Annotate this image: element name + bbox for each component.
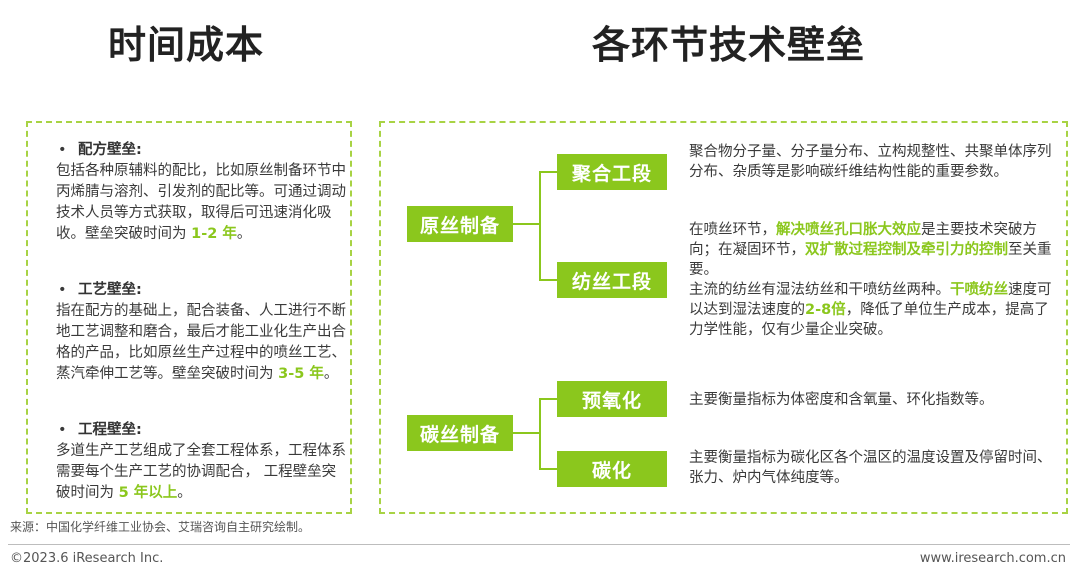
tech-barriers-title: 各环节技术壁垒 [592, 23, 866, 67]
section-text: 包括各种原辅料的配比，比如原丝制备环节中丙烯腈与溶剂、引发剂的配比等。可通过调动… [56, 163, 346, 242]
copyright-text: ©2023.6 iResearch Inc. [10, 551, 164, 566]
connector-line [539, 468, 557, 470]
connector-line [539, 398, 541, 470]
time-cost-panel [26, 121, 352, 514]
spinning-description-2: 主流的纺丝有湿法纺丝和干喷纺丝两种。干喷纺丝速度可以达到湿法速度的2-8倍，降低… [689, 280, 1054, 340]
connector-line [539, 171, 557, 173]
time-cost-title: 时间成本 [108, 23, 265, 67]
section-heading: 工艺壁垒: [78, 282, 142, 298]
section-tail: 。 [177, 485, 192, 501]
tech-barriers-panel [379, 121, 1068, 514]
pre-oxidation-node: 预氧化 [557, 381, 667, 417]
bullet-icon: • [58, 282, 67, 298]
formula-barrier-section: • 配方壁垒: 包括各种原辅料的配比，比如原丝制备环节中丙烯腈与溶剂、引发剂的配比… [56, 140, 346, 245]
bullet-icon: • [58, 422, 67, 438]
section-heading: 工程壁垒: [78, 422, 142, 438]
duration-highlight: 1-2 年 [191, 226, 237, 242]
connector-line [513, 223, 541, 225]
duration-highlight: 5 年以上 [118, 485, 178, 501]
pre-oxidation-description: 主要衡量指标为体密度和含氧量、环化指数等。 [689, 392, 994, 408]
carbon-fiber-prep-node: 碳丝制备 [407, 415, 513, 451]
footer-divider [8, 544, 1070, 545]
carbonization-node: 碳化 [557, 451, 667, 487]
desc-highlight: 2-8倍 [805, 302, 846, 318]
polymerization-description: 聚合物分子量、分子量分布、立构规整性、共聚单体序列分布、杂质等是影响碳纤维结构性… [689, 144, 1052, 180]
section-text: 多道生产工艺组成了全套工程体系，工程体系需要每个生产工艺的协调配合， 工程壁垒突… [56, 443, 346, 501]
desc-text: ，降低了单位生产成本，提高了力学性能，仅有少量企业突破。 [689, 302, 1049, 338]
polymerization-stage-node: 聚合工段 [557, 154, 667, 190]
process-barrier-section: • 工艺壁垒: 指在配方的基础上，配合装备、人工进行不断地工艺调整和磨合，最后才能… [56, 280, 346, 385]
precursor-prep-node: 原丝制备 [407, 206, 513, 242]
desc-highlight: 解决喷丝孔口胀大效应 [776, 222, 921, 238]
connector-line [539, 171, 541, 281]
section-heading: 配方壁垒: [78, 142, 142, 158]
source-note: 来源：中国化学纤维工业协会、艾瑞咨询自主研究绘制。 [10, 520, 311, 534]
desc-text: 是主要技术突破方向；在凝固环节， [689, 222, 1037, 258]
bullet-icon: • [58, 142, 67, 158]
desc-text: 在喷丝环节， [689, 222, 776, 238]
desc-text: 至关重要。 [689, 242, 1052, 278]
desc-text: 速度可以达到湿法速度的 [689, 282, 1052, 318]
desc-highlight: 干喷纺丝 [950, 282, 1008, 298]
section-tail: 。 [323, 366, 339, 382]
connector-line [539, 279, 557, 281]
desc-highlight: 双扩散过程控制及牵引力的控制 [805, 242, 1008, 258]
carbonization-description: 主要衡量指标为碳化区各个温区的温度设置及停留时间、张力、炉内气体纯度等。 [689, 450, 1052, 486]
section-text: 指在配方的基础上，配合装备、人工进行不断地工艺调整和磨合，最后才能工业化生产出合… [56, 303, 346, 382]
spinning-description-1: 在喷丝环节，解决喷丝孔口胀大效应是主要技术突破方向；在凝固环节，双扩散过程控制及… [689, 220, 1054, 280]
section-tail: 。 [236, 226, 252, 242]
desc-text: 主流的纺丝有湿法纺丝和干喷纺丝两种。 [689, 282, 950, 298]
spinning-stage-node: 纺丝工段 [557, 262, 667, 298]
connector-line [539, 398, 557, 400]
duration-highlight: 3-5 年 [278, 366, 324, 382]
engineering-barrier-section: • 工程壁垒: 多道生产工艺组成了全套工程体系，工程体系需要每个生产工艺的协调配合… [56, 420, 346, 504]
website-link[interactable]: www.iresearch.com.cn [919, 551, 1066, 566]
connector-line [513, 432, 541, 434]
